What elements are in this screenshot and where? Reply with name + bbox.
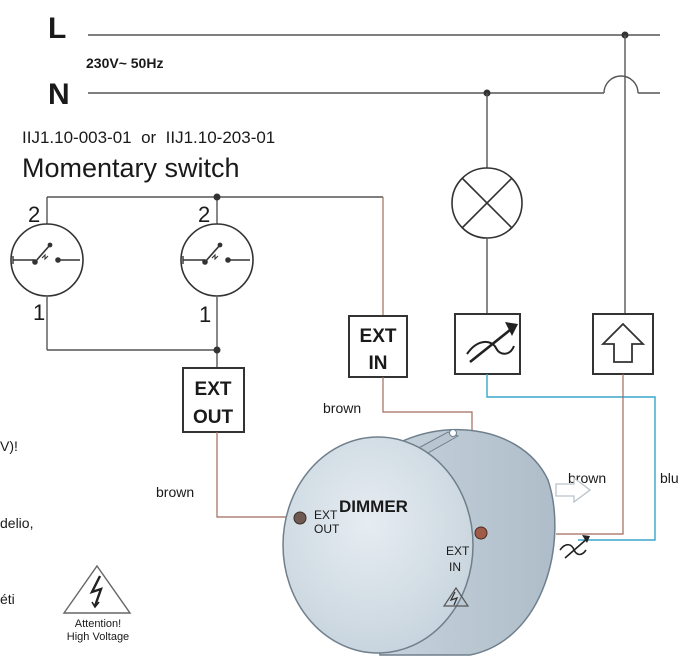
arrow-up-box: [592, 35, 654, 375]
dimmer-arrow-outline-icon: [555, 476, 592, 504]
line-label: L: [48, 12, 66, 45]
switch-2-terminal-2: 2: [198, 202, 210, 227]
switch-2-terminal-1: 1: [199, 302, 211, 327]
dimmer-hv-icon: [442, 586, 470, 607]
switch-junction-bottom: [213, 346, 221, 354]
dimmer-control-icon: [559, 543, 587, 556]
switch-type-label: Momentary switch: [22, 153, 240, 183]
cut-text-1: V)!: [0, 438, 18, 454]
dimmer-ext-in-terminal: [474, 526, 488, 540]
supply-lines: [88, 31, 660, 97]
dimmer-face: [282, 436, 474, 654]
cut-text-2: delio,: [0, 515, 33, 531]
brown-label-center: brown: [323, 400, 361, 416]
momentary-switch-1: [10, 223, 84, 297]
blue-label-right: blu: [660, 470, 679, 486]
dimmer-symbol-box: [454, 313, 521, 375]
switch-1-terminal-2: 2: [28, 202, 40, 227]
warning-line2: High Voltage: [67, 631, 129, 643]
ext-out-box: [182, 367, 245, 433]
switch-wiring: [46, 193, 384, 368]
dimmer-title: DIMMER: [339, 497, 408, 516]
ext-in-box: [348, 315, 408, 378]
dimmer-device: [282, 429, 592, 656]
cut-text-3: éti: [0, 591, 15, 607]
warning-line1: Attention!: [75, 618, 121, 630]
voltage-label: 230V~ 50Hz: [86, 55, 163, 71]
warning-triangle-icon: [62, 564, 132, 614]
arrow-up-icon: [600, 322, 646, 363]
lamp-branch: [451, 93, 523, 314]
ext-out-box-line2: OUT: [193, 407, 234, 428]
momentary-switch-2: [180, 223, 254, 297]
switch-1-terminal-1: 1: [33, 300, 45, 325]
neutral-label: N: [48, 78, 70, 111]
ext-in-box-line1: EXT: [360, 326, 397, 347]
line-crossover-hop: [603, 75, 639, 94]
brown-label-left: brown: [156, 484, 194, 500]
ext-out-box-line1: EXT: [195, 379, 232, 400]
dimmer-ext-out-terminal: [293, 511, 307, 525]
switch-junction-top: [213, 193, 221, 201]
dimmer-in-label-line2: IN: [449, 560, 461, 574]
dimmer-in-label-line1: EXT: [446, 544, 470, 558]
dimmer-out-label-line1: EXT: [314, 508, 338, 522]
switch-model-label: IIJ1.10-003-01 or IIJ1.10-203-01: [22, 128, 275, 147]
dimmer-out-label-line2: OUT: [314, 522, 340, 536]
ext-in-box-line2: IN: [369, 353, 388, 374]
